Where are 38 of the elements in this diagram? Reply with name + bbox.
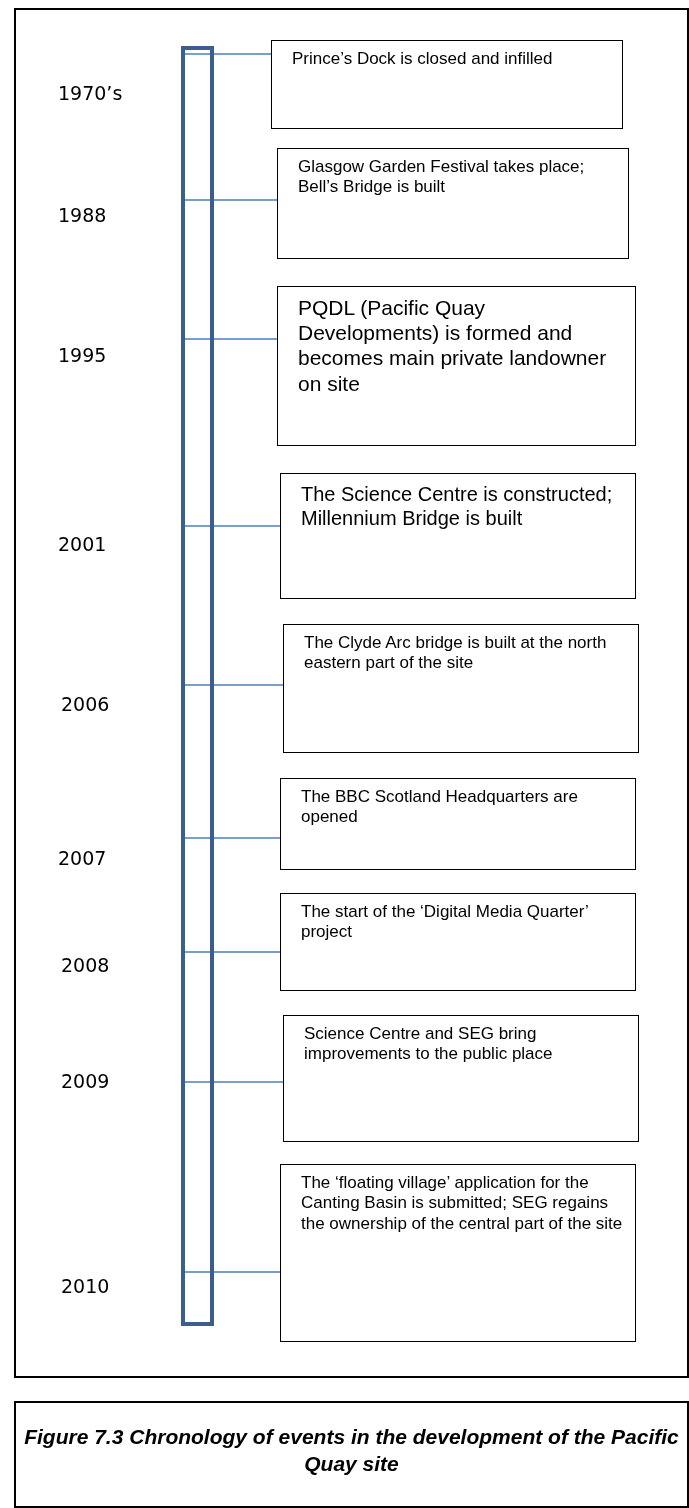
event-text: PQDL (Pacific Quay Developments) is formed and becomes main private landowner on site <box>298 295 608 396</box>
event-text: The start of the ‘Digital Media Quarter’ project <box>301 902 590 943</box>
connector-line <box>183 951 281 953</box>
year-label: 1988 <box>58 204 107 226</box>
year-label: 2001 <box>58 533 107 555</box>
event-box <box>280 1164 636 1342</box>
event-text: Glasgow Garden Festival takes place; Bell’s Bridge is built <box>298 157 586 198</box>
connector-line <box>183 1271 281 1273</box>
connector-line <box>183 837 281 839</box>
timeline-bar <box>181 46 214 1326</box>
connector-line <box>183 525 281 527</box>
year-label: 2009 <box>61 1070 110 1092</box>
figure-caption: Figure 7.3 Chronology of events in the development of the Pacific Quay site <box>23 1424 680 1478</box>
year-label: 2006 <box>61 693 110 715</box>
event-box <box>280 778 636 870</box>
connector-line <box>183 338 278 340</box>
year-label: 2008 <box>61 954 110 976</box>
connector-line <box>183 53 272 55</box>
year-label: 1970’s <box>58 82 123 104</box>
year-label: 2010 <box>61 1275 110 1297</box>
year-label: 2007 <box>58 847 107 869</box>
event-text: The ‘floating village’ application for the Canting Basin is submitted; SEG regains the ownership of the central part of the site <box>301 1173 624 1235</box>
event-text: The Science Centre is constructed; Millennium Bridge is built <box>301 482 614 530</box>
event-box <box>280 473 636 599</box>
event-text: Prince’s Dock is closed and infilled <box>292 49 554 70</box>
event-text: The Clyde Arc bridge is built at the north eastern part of the site <box>304 633 608 674</box>
event-box <box>277 148 629 259</box>
connector-line <box>183 1081 284 1083</box>
connector-line <box>183 684 284 686</box>
connector-line <box>183 199 278 201</box>
event-box <box>271 40 623 129</box>
event-box <box>277 286 636 446</box>
event-box <box>280 893 636 991</box>
year-label: 1995 <box>58 344 107 366</box>
event-box <box>283 624 639 753</box>
event-box <box>283 1015 639 1142</box>
event-text: The BBC Scotland Headquarters are opened <box>301 787 579 828</box>
event-text: Science Centre and SEG bring improvements to the public place <box>304 1024 554 1065</box>
